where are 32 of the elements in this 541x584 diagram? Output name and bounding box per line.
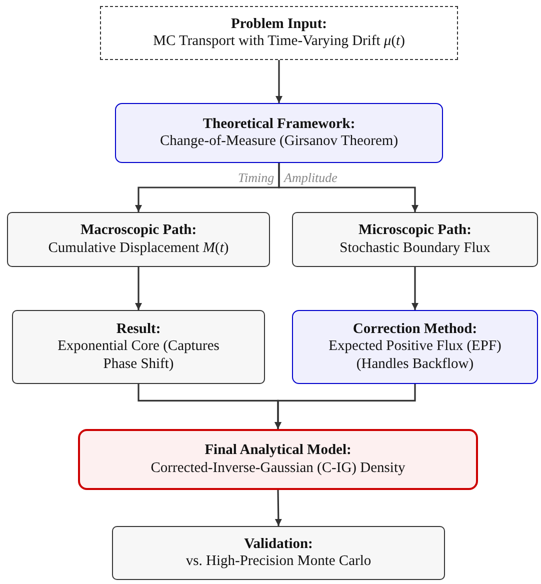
box-heading: Macroscopic Path: — [80, 222, 197, 240]
process-box — [7, 212, 270, 267]
arrow — [274, 384, 416, 429]
box-heading: Problem Input: — [230, 16, 327, 33]
process-box — [100, 6, 458, 60]
box-heading: Validation: — [244, 536, 313, 553]
box-description: MC Transport with Time-Varying Drift μ(t) — [153, 33, 405, 50]
box-description: Change-of-Measure (Girsanov Theorem) — [160, 133, 398, 150]
process-box — [292, 310, 538, 384]
box-description: Stochastic Boundary Flux — [340, 240, 490, 257]
edge-label: Amplitude — [282, 170, 340, 185]
arrow — [276, 60, 282, 103]
box-heading: Correction Method: — [352, 320, 478, 338]
box-description: Expected Positive Flux (EPF) (Handles Backflow) — [328, 338, 502, 374]
box-description: Corrected-Inverse-Gaussian (C-IG) Density — [150, 460, 406, 477]
process-box — [12, 310, 265, 384]
box-heading: Theoretical Framework: — [202, 116, 356, 133]
arrow — [274, 490, 282, 526]
process-box — [78, 429, 478, 490]
arrow — [278, 163, 418, 212]
arrow — [135, 267, 142, 310]
box-description: Cumulative Displacement M(t) — [48, 240, 229, 257]
process-box — [292, 212, 538, 267]
box-description: vs. High-Precision Monte Carlo — [186, 553, 372, 570]
box-heading: Final Analytical Model: — [204, 442, 352, 460]
box-heading: Result: — [116, 320, 161, 338]
box-description: Exponential Core (Captures Phase Shift) — [56, 338, 220, 374]
process-box — [115, 103, 443, 163]
box-heading: Microscopic Path: — [358, 222, 472, 240]
process-box — [112, 526, 445, 580]
arrow — [412, 267, 418, 310]
edge-label: Timing — [236, 170, 276, 185]
